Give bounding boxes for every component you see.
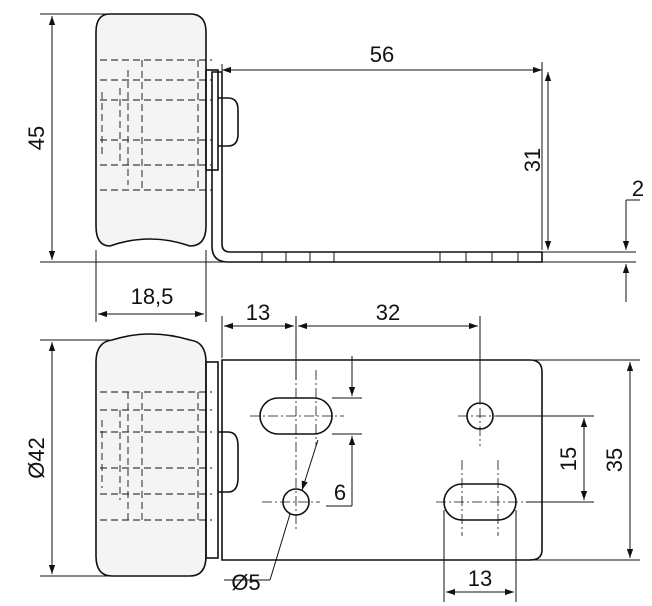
wheel-plan-outline	[95, 333, 207, 577]
dimension-13-bottom-label: 13	[468, 566, 492, 591]
dimension-diameter-42-label: Ø42	[24, 437, 49, 479]
dimension-35: 35	[530, 359, 640, 561]
dimension-18-5: 18,5	[95, 250, 207, 322]
wheel-side-outline	[95, 13, 207, 247]
dimension-35-label: 35	[602, 448, 627, 472]
bracket-side-outline	[211, 71, 543, 263]
dimension-45-label: 45	[24, 126, 49, 150]
dimension-6-label: 6	[334, 480, 346, 505]
dimension-13-top-label: 13	[246, 300, 270, 325]
dimension-2-label: 2	[632, 176, 644, 201]
wheel-plan-plate	[205, 361, 219, 559]
dimension-32: 32	[298, 300, 481, 402]
axle-boss	[218, 97, 239, 147]
axle-boss-plan	[218, 431, 239, 493]
dimension-diameter-5-label: Ø5	[231, 570, 260, 595]
dimension-13-top: 13	[221, 300, 297, 380]
dimension-6: 6	[326, 356, 362, 507]
dimension-31: 31	[520, 72, 552, 250]
bracket-hidden-holes	[261, 252, 519, 262]
dimension-56: 56	[221, 42, 543, 250]
dimension-diameter-42: Ø42	[24, 339, 112, 577]
dimension-15: 15	[496, 415, 594, 503]
bracket-plan-outline	[221, 359, 543, 561]
dimension-18-5-label: 18,5	[131, 284, 174, 309]
plan-view: 13 32 6 15 35	[24, 300, 640, 602]
dimension-13-bottom: 13	[443, 510, 517, 602]
side-view: 45 56 31 2 18,5	[24, 13, 644, 322]
dimension-45: 45	[24, 13, 110, 260]
centerlines	[250, 370, 526, 536]
dimension-2: 2	[542, 176, 644, 302]
dimension-32-label: 32	[376, 300, 400, 325]
dimension-31-label: 31	[520, 148, 545, 172]
dimension-diameter-5: Ø5	[224, 439, 319, 595]
wheel-hidden-lines	[100, 59, 212, 192]
dimension-56-label: 56	[370, 42, 394, 67]
wheel-plan-hidden-lines	[100, 391, 212, 521]
dimension-15-label: 15	[556, 447, 581, 471]
